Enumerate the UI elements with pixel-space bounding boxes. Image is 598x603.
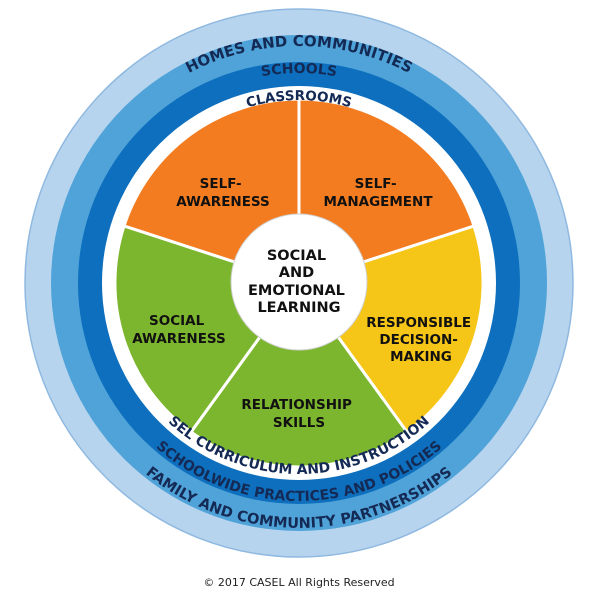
schools-top-label: SCHOOLS bbox=[260, 61, 338, 80]
responsible-decision-making-label: RESPONSIBLE DECISION- MAKING bbox=[366, 315, 476, 365]
self-management-label: SELF- MANAGEMENT bbox=[323, 176, 433, 210]
classrooms-top-label: CLASSROOMS bbox=[244, 88, 353, 111]
copyright-notice: © 2017 CASEL All Rights Reserved bbox=[203, 576, 395, 589]
relationship-skills-label: RELATIONSHIP SKILLS bbox=[241, 397, 356, 431]
center-circle bbox=[230, 213, 368, 351]
self-awareness-label: SELF- AWARENESS bbox=[176, 176, 270, 210]
segment-relationship-skills bbox=[188, 280, 410, 469]
center-label: SOCIAL AND EMOTIONAL LEARNING bbox=[248, 248, 350, 316]
social-awareness-label: SOCIAL AWARENESS bbox=[132, 313, 226, 347]
